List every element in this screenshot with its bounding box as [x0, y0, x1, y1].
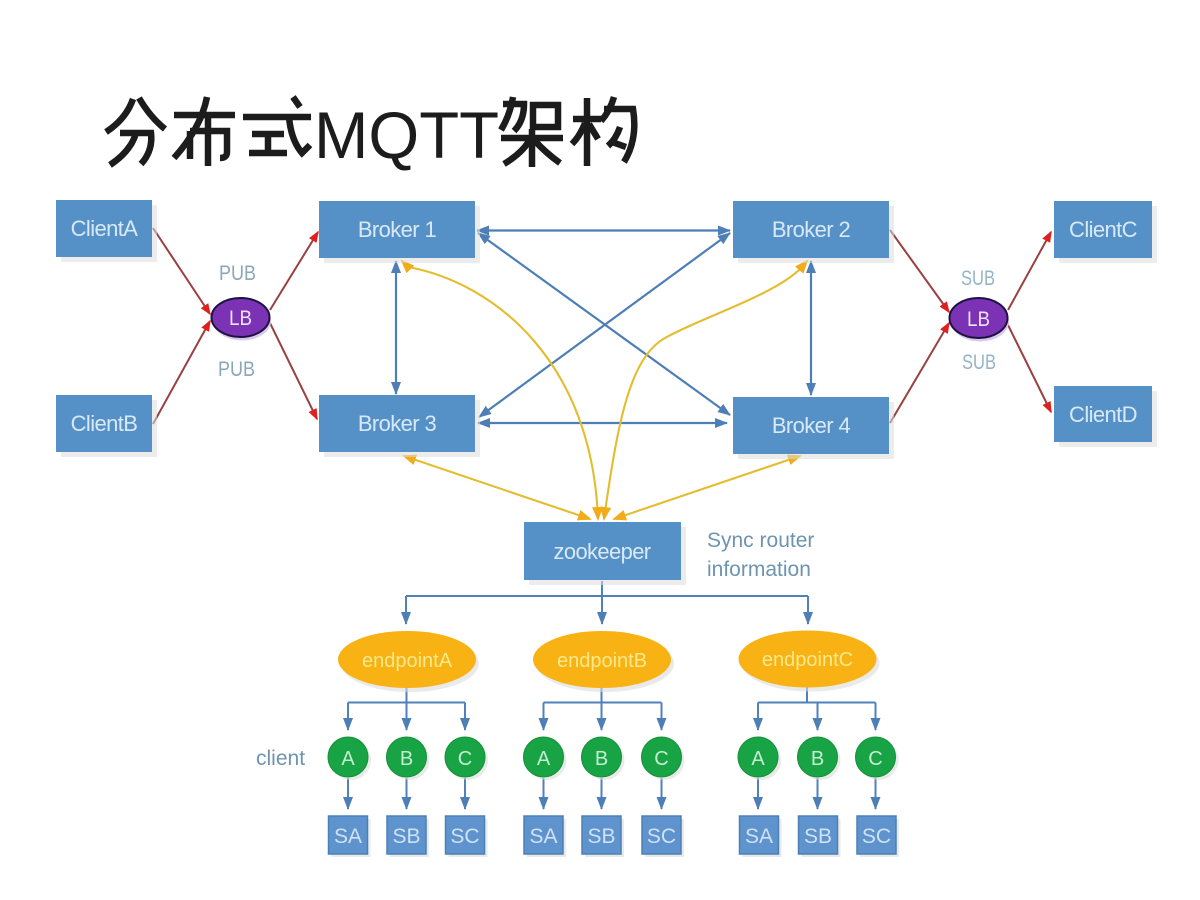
- svg-text:B: B: [400, 748, 413, 770]
- svg-text:B: B: [811, 748, 824, 770]
- svg-text:ClientD: ClientD: [1069, 402, 1137, 427]
- svg-text:LB: LB: [967, 308, 990, 331]
- svg-text:C: C: [458, 748, 472, 770]
- svg-text:Broker 4: Broker 4: [772, 413, 851, 438]
- svg-text:endpointA: endpointA: [362, 650, 453, 672]
- svg-text:ClientB: ClientB: [71, 411, 138, 436]
- svg-text:client: client: [256, 747, 305, 770]
- svg-text:zookeeper: zookeeper: [554, 539, 651, 564]
- svg-text:SB: SB: [804, 825, 832, 848]
- svg-text:SB: SB: [392, 825, 420, 848]
- svg-text:A: A: [341, 748, 355, 770]
- svg-text:SA: SA: [745, 825, 773, 848]
- svg-text:C: C: [654, 748, 668, 770]
- svg-text:SUB: SUB: [962, 350, 996, 374]
- svg-text:LB: LB: [229, 307, 252, 330]
- svg-text:ClientA: ClientA: [71, 216, 139, 241]
- svg-text:Broker 2: Broker 2: [772, 217, 851, 242]
- svg-text:SB: SB: [587, 825, 615, 848]
- svg-text:SC: SC: [647, 825, 676, 848]
- svg-text:A: A: [537, 748, 551, 770]
- svg-text:SC: SC: [450, 825, 479, 848]
- svg-text:SA: SA: [529, 825, 557, 848]
- svg-text:endpointC: endpointC: [762, 649, 853, 671]
- svg-text:C: C: [868, 748, 882, 770]
- svg-text:Broker 1: Broker 1: [358, 217, 437, 242]
- svg-text:SA: SA: [334, 825, 362, 848]
- svg-text:information: information: [707, 558, 811, 581]
- svg-text:ClientC: ClientC: [1069, 217, 1138, 242]
- svg-text:Sync router: Sync router: [707, 529, 814, 552]
- svg-text:MQTT: MQTT: [314, 98, 499, 172]
- svg-text:SUB: SUB: [961, 266, 995, 290]
- svg-text:PUB: PUB: [218, 357, 255, 381]
- svg-text:endpointB: endpointB: [557, 650, 647, 672]
- svg-text:B: B: [595, 748, 608, 770]
- svg-text:Broker 3: Broker 3: [358, 411, 437, 436]
- svg-text:PUB: PUB: [219, 261, 256, 285]
- svg-text:A: A: [751, 748, 765, 770]
- svg-text:SC: SC: [862, 825, 891, 848]
